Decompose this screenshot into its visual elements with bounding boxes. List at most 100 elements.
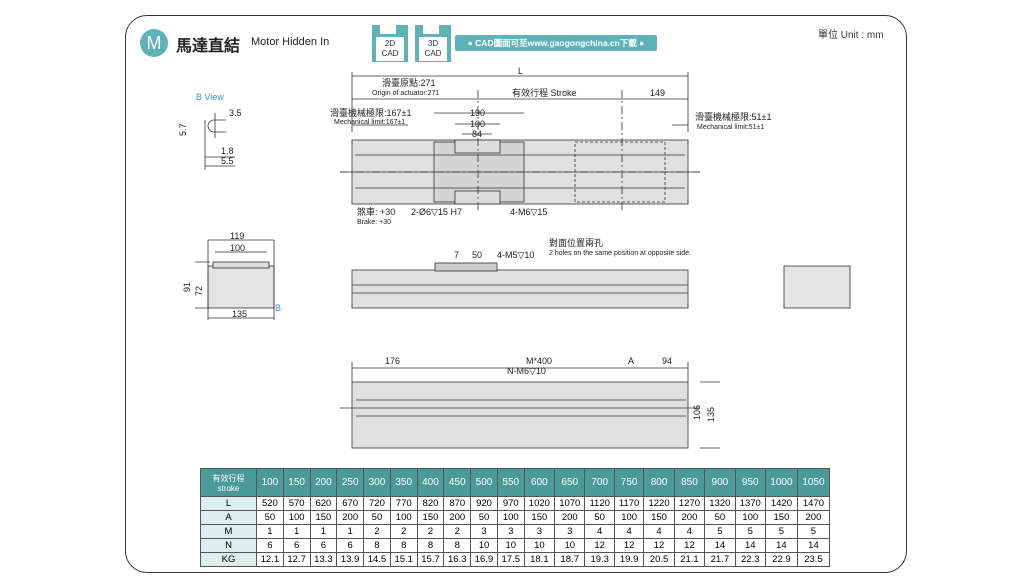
table-cell: 22.3 <box>734 552 766 567</box>
table-cell: 12.7 <box>282 552 311 567</box>
opposite-holes-cn: 對面位置兩孔 <box>549 237 603 248</box>
table-cell: 5 <box>704 524 736 539</box>
row-label: A <box>200 510 257 525</box>
cad-2d-label2: CAD <box>381 49 399 58</box>
table-cell: 50 <box>584 510 615 525</box>
table-cell: 50 <box>470 510 498 525</box>
table-cell: 3 <box>554 524 586 539</box>
table-cell: 1020 <box>523 496 556 511</box>
table-cell: 5 <box>796 524 831 539</box>
dim-94: 94 <box>662 356 672 366</box>
dim-135-bottom: 135 <box>706 407 716 422</box>
table-cell: 14.5 <box>363 552 391 567</box>
table-cell: 50 <box>704 510 736 525</box>
table-cell: 1120 <box>584 496 615 511</box>
table-cell: 100 <box>613 510 645 525</box>
cad-2d-label: 2D <box>384 39 396 48</box>
table-cell: 770 <box>389 496 418 511</box>
stroke-col-header: 1050 <box>796 468 831 497</box>
table-cell: 16.9 <box>470 552 498 567</box>
table-cell: 570 <box>282 496 311 511</box>
table-cell: 50 <box>363 510 391 525</box>
table-cell: 8 <box>389 538 418 553</box>
stroke-col-header: 850 <box>673 468 706 497</box>
table-cell: 20.5 <box>643 552 675 567</box>
table-cell: 19.9 <box>613 552 645 567</box>
brake-cn: 煞車: +30 <box>357 206 395 217</box>
dim-149: 149 <box>650 88 665 98</box>
section-badge: M <box>140 29 168 57</box>
table-cell: 1470 <box>796 496 831 511</box>
table-cell: 100 <box>282 510 311 525</box>
table-cell: 15.7 <box>416 552 445 567</box>
technical-drawing: B View 3.5 5.7 1.8 5.5 L 滑臺原點:271 Origin… <box>178 66 851 449</box>
table-cell: 1 <box>336 524 365 539</box>
dim-190: 190 <box>470 108 485 118</box>
table-cell: 720 <box>363 496 391 511</box>
dim-5-7: 5.7 <box>178 123 188 136</box>
stroke-col-header: 700 <box>584 468 615 497</box>
side-view: 7 50 4-M5▽10 對面位置兩孔 2 holes on the same … <box>351 237 691 309</box>
table-cell: 920 <box>470 496 498 511</box>
table-cell: 200 <box>796 510 831 525</box>
table-cell: 1070 <box>554 496 586 511</box>
stroke-col-header: 500 <box>470 468 498 497</box>
dim-135-side: 135 <box>232 309 247 319</box>
dim-1-8: 1.8 <box>221 146 234 156</box>
stroke-col-header: 800 <box>643 468 675 497</box>
row-label: L <box>200 496 257 511</box>
stroke-col-header: 750 <box>613 468 645 497</box>
table-cell: 14 <box>764 538 798 553</box>
dim-A: A <box>628 356 634 366</box>
dim-7: 7 <box>454 250 459 260</box>
dim-106: 106 <box>692 405 702 420</box>
table-cell: 17.5 <box>496 552 525 567</box>
table-cell: 8 <box>443 538 472 553</box>
table-cell: 23.5 <box>796 552 831 567</box>
table-cell: 6 <box>309 538 338 553</box>
cad-3d-label: 3D <box>427 39 439 48</box>
table-cell: 3 <box>470 524 498 539</box>
table-cell: 3 <box>496 524 525 539</box>
page-title: 馬達直結 <box>176 38 241 55</box>
table-cell: 670 <box>336 496 365 511</box>
table-cell: 3 <box>523 524 556 539</box>
dim-m400: M*400 <box>526 356 552 366</box>
unit-label: 單位 Unit : mm <box>818 30 884 41</box>
table-cell: 10 <box>523 538 556 553</box>
table-cell: 100 <box>496 510 525 525</box>
table-cell: 1170 <box>613 496 645 511</box>
origin-en: Origin of actuator:271 <box>372 90 439 97</box>
table-cell: 150 <box>309 510 338 525</box>
table-cell: 5 <box>764 524 798 539</box>
dim-50: 50 <box>472 250 482 260</box>
stroke-col-header: 350 <box>389 468 418 497</box>
stroke-col-header: 900 <box>704 468 736 497</box>
table-cell: 620 <box>309 496 338 511</box>
stroke-col-header: 150 <box>282 468 311 497</box>
table-cell: 150 <box>643 510 675 525</box>
table-cell: 10 <box>554 538 586 553</box>
table-cell: 13.9 <box>336 552 365 567</box>
table-cell: 6 <box>282 538 311 553</box>
download-link[interactable]: ● CAD圖面可至www.gaogongchina.cn下載 ● <box>455 35 657 51</box>
table-cell: 100 <box>389 510 418 525</box>
dim-176: 176 <box>385 356 400 366</box>
dim-72: 72 <box>194 286 204 296</box>
table-cell: 8 <box>416 538 445 553</box>
table-cell: 5 <box>734 524 766 539</box>
table-cell: 2 <box>389 524 418 539</box>
table-cell: 200 <box>554 510 586 525</box>
table-cell: 14 <box>796 538 831 553</box>
table-cell: 16.3 <box>443 552 472 567</box>
dim-3-5: 3.5 <box>229 108 242 118</box>
table-cell: 1 <box>309 524 338 539</box>
table-cell: 21.1 <box>673 552 706 567</box>
mech-limit-right-en: Mechanical limit:51±1 <box>697 124 764 131</box>
stroke-col-header: 400 <box>416 468 445 497</box>
